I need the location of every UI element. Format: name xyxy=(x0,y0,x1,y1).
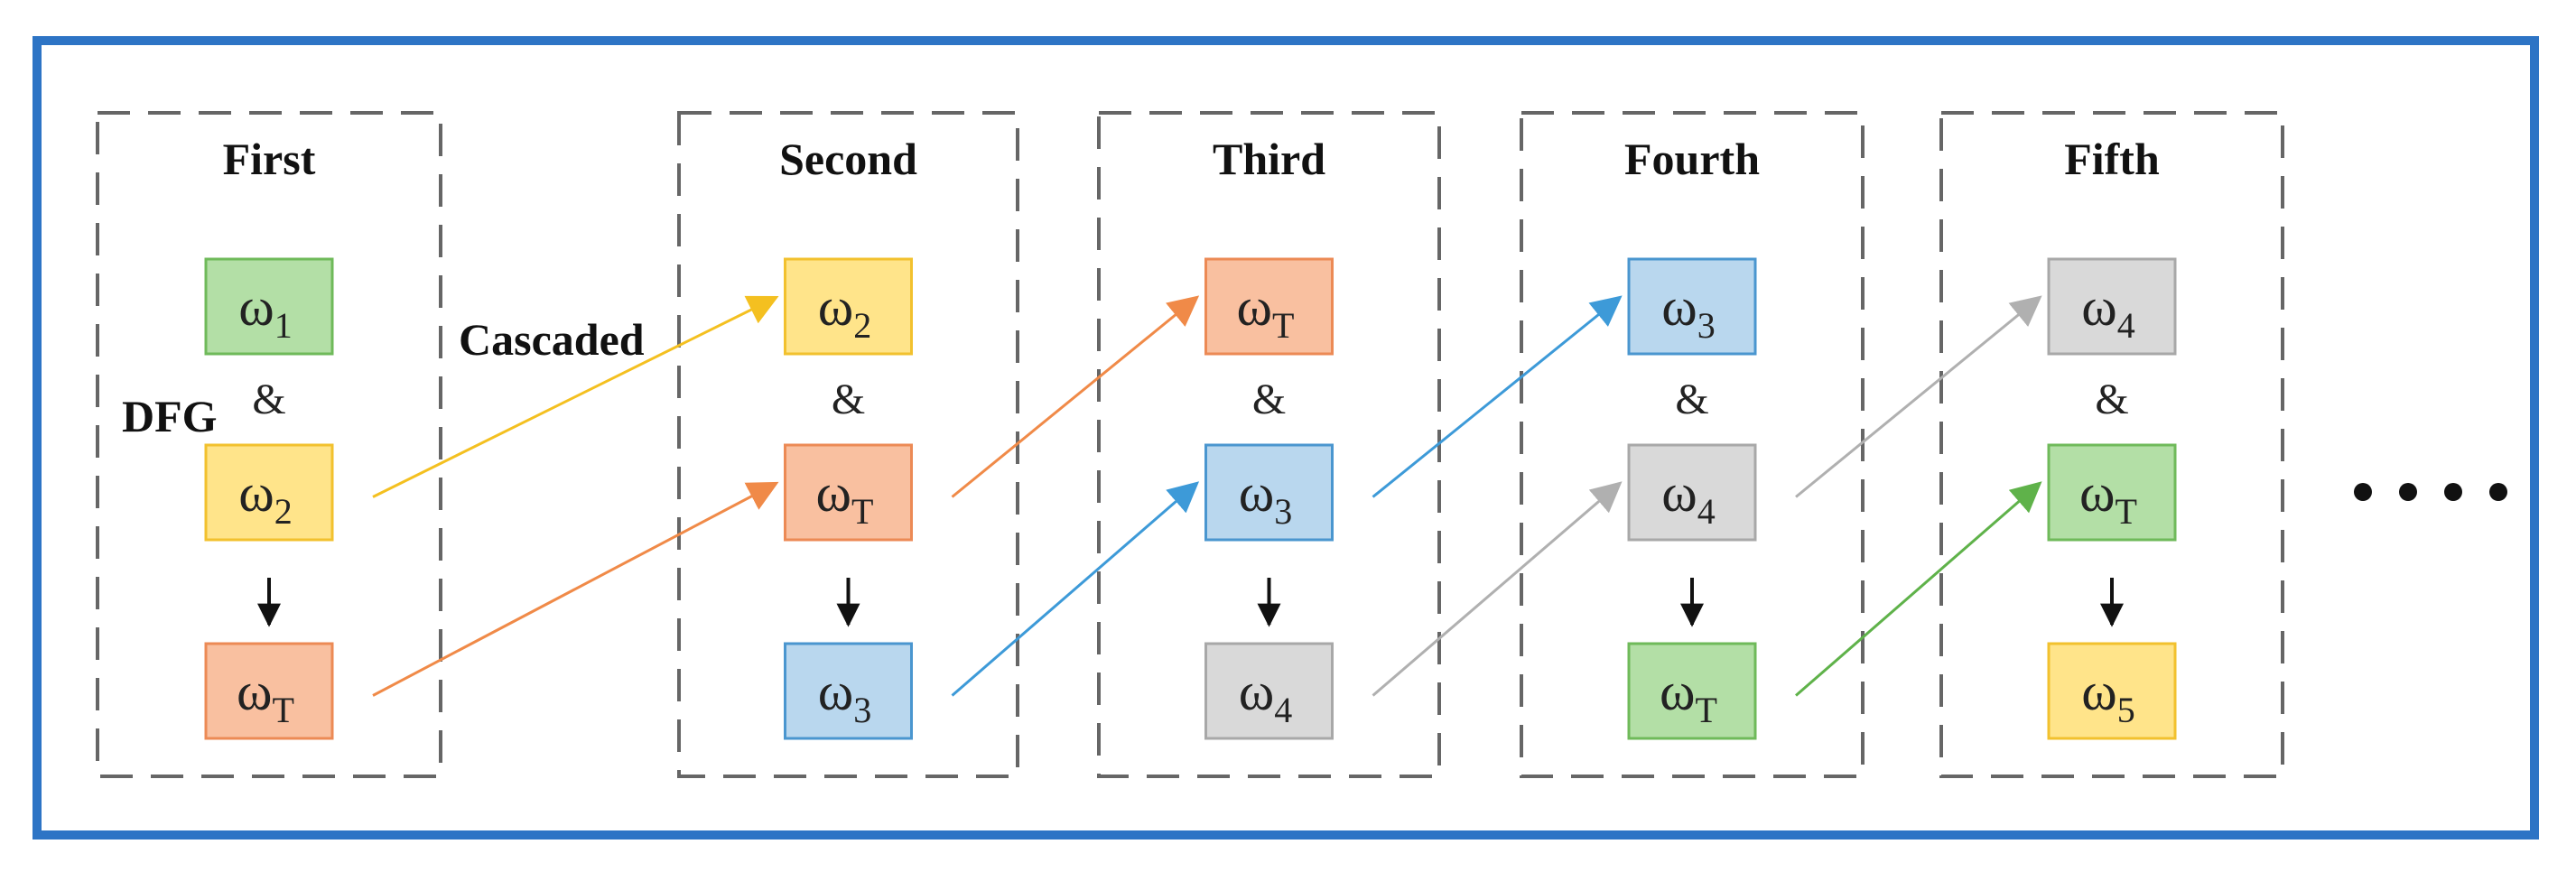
omega-subscript: 1 xyxy=(274,305,293,346)
stage-border xyxy=(1939,111,2284,778)
stage-title: Third xyxy=(1213,134,1325,184)
stage-title: First xyxy=(223,134,316,184)
omega-subscript: 4 xyxy=(2117,305,2135,346)
omega-subscript: 3 xyxy=(853,690,871,730)
omega-symbol: ω xyxy=(238,277,274,337)
ellipsis-dot xyxy=(2489,483,2507,501)
cascade-arrow xyxy=(1795,295,2042,498)
omega-symbol: ω xyxy=(2081,662,2117,721)
svg-text:ω5: ω5 xyxy=(2081,662,2135,730)
omega-subscript: 3 xyxy=(1274,491,1292,532)
stage-border xyxy=(1520,111,1865,778)
and-symbol: & xyxy=(252,376,285,423)
svg-text:ωT: ωT xyxy=(1660,662,1717,730)
omega-subscript: 4 xyxy=(1274,690,1292,730)
omega-box-top: ω3 xyxy=(1627,257,1757,356)
omega-box-middle: ωT xyxy=(784,443,913,542)
cascade-arrow xyxy=(1372,295,1623,498)
omega-subscript: 2 xyxy=(853,305,871,346)
ellipsis-dot xyxy=(2354,483,2372,501)
omega-symbol: ω xyxy=(238,463,274,523)
omega-subscript: T xyxy=(851,491,873,532)
omega-box-top: ω2 xyxy=(784,257,913,356)
omega-symbol: ω xyxy=(818,662,854,721)
svg-text:ω1: ω1 xyxy=(238,277,293,346)
omega-box-middle: ω2 xyxy=(204,443,334,542)
omega-box-bottom: ω5 xyxy=(2047,642,2177,740)
svg-text:ω3: ω3 xyxy=(1239,463,1293,532)
svg-text:ω2: ω2 xyxy=(818,277,872,346)
cascade-arrow xyxy=(951,481,1200,697)
omega-subscript: 2 xyxy=(274,491,293,532)
ellipsis-dot xyxy=(2399,483,2417,501)
svg-text:ω4: ω4 xyxy=(1239,662,1293,730)
omega-subscript: 4 xyxy=(1697,491,1716,532)
omega-symbol: ω xyxy=(1661,463,1697,523)
omega-box-top: ω4 xyxy=(2047,257,2177,356)
ellipsis-dots xyxy=(2354,483,2507,501)
dfg-label: DFG xyxy=(122,391,218,441)
cascade-arrow xyxy=(1795,481,2042,697)
svg-text:ωT: ωT xyxy=(2079,463,2137,532)
omega-box-bottom: ωT xyxy=(204,642,334,740)
and-symbol: & xyxy=(1252,376,1286,423)
stage-border xyxy=(96,111,442,778)
omega-symbol: ω xyxy=(1661,277,1697,337)
and-symbol: & xyxy=(832,376,865,423)
svg-text:ω3: ω3 xyxy=(1661,277,1716,346)
omega-symbol: ω xyxy=(1239,463,1275,523)
omega-subscript: 5 xyxy=(2117,690,2135,730)
omega-subscript: 3 xyxy=(1697,305,1716,346)
omega-symbol: ω xyxy=(818,277,854,337)
svg-text:ωT: ωT xyxy=(1237,277,1295,346)
omega-box-bottom: ω4 xyxy=(1204,642,1334,740)
svg-text:ω3: ω3 xyxy=(818,662,872,730)
omega-subscript: T xyxy=(273,690,294,730)
svg-text:ωT: ωT xyxy=(816,463,874,532)
omega-symbol: ω xyxy=(2079,463,2116,523)
cascaded-label: Cascaded xyxy=(459,314,645,365)
omega-box-middle: ω3 xyxy=(1204,443,1334,542)
omega-symbol: ω xyxy=(237,662,273,721)
omega-subscript: T xyxy=(1272,305,1294,346)
omega-symbol: ω xyxy=(1239,662,1275,721)
omega-box-bottom: ωT xyxy=(1627,642,1757,740)
svg-text:ω4: ω4 xyxy=(1661,463,1716,532)
omega-box-top: ω1 xyxy=(204,257,334,356)
stage-title: Second xyxy=(779,134,917,184)
omega-symbol: ω xyxy=(1660,662,1696,721)
omega-box-top: ωT xyxy=(1204,257,1334,356)
omega-subscript: T xyxy=(1696,690,1717,730)
cascade-arrow xyxy=(951,295,1200,498)
omega-box-middle: ω4 xyxy=(1627,443,1757,542)
cascade-arrow xyxy=(372,481,779,697)
and-symbol: & xyxy=(1675,376,1708,423)
omega-symbol: ω xyxy=(816,463,852,523)
omega-box-middle: ωT xyxy=(2047,443,2177,542)
cascade-arrow xyxy=(372,295,779,498)
omega-symbol: ω xyxy=(1237,277,1273,337)
omega-box-bottom: ω3 xyxy=(784,642,913,740)
cascade-arrow xyxy=(1372,481,1623,697)
omega-symbol: ω xyxy=(2081,277,2117,337)
stage-title: Fourth xyxy=(1624,134,1760,184)
stage-title: Fifth xyxy=(2064,134,2160,184)
omega-subscript: T xyxy=(2116,491,2137,532)
and-symbol: & xyxy=(2095,376,2128,423)
svg-text:ω2: ω2 xyxy=(238,463,293,532)
svg-text:ω4: ω4 xyxy=(2081,277,2135,346)
ellipsis-dot xyxy=(2444,483,2462,501)
svg-text:ωT: ωT xyxy=(237,662,294,730)
